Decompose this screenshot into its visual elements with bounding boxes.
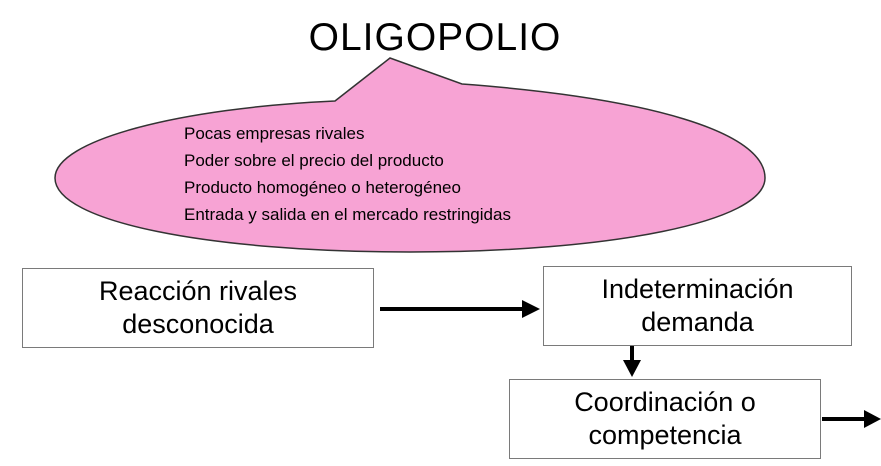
box-coordinacion-competencia: Coordinación o competencia xyxy=(509,379,821,459)
arrow-indeterminacion-to-coordinacion xyxy=(623,346,641,377)
bubble-item: Producto homogéneo o heterogéneo xyxy=(184,178,461,197)
diagram-title: OLIGOPOLIO xyxy=(308,16,562,59)
arrow-coordinacion-out xyxy=(822,410,881,428)
bubble-item: Entrada y salida en el mercado restringi… xyxy=(184,205,511,224)
box-label-line: competencia xyxy=(588,420,742,450)
bubble-item: Poder sobre el precio del producto xyxy=(184,151,444,170)
box-indeterminacion-demanda: Indeterminación demanda xyxy=(543,266,852,346)
box-label-line: demanda xyxy=(641,307,754,337)
arrow-reaccion-to-indeterminacion xyxy=(380,300,540,318)
callout-bubble xyxy=(54,57,766,253)
box-reaccion-rivales: Reacción rivales desconocida xyxy=(22,268,374,348)
box-label-line: Reacción rivales xyxy=(98,276,298,306)
box-label-line: Indeterminación xyxy=(601,274,794,304)
box-label-line: desconocida xyxy=(122,309,274,339)
box-label-line: Coordinación o xyxy=(574,387,756,417)
bubble-text: Pocas empresas rivales Poder sobre el pr… xyxy=(184,120,704,228)
bubble-item: Pocas empresas rivales xyxy=(184,124,365,143)
